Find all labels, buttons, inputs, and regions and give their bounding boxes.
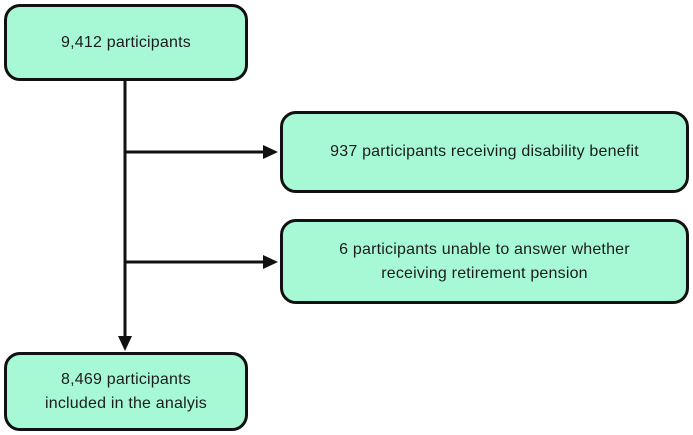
flow-box-total-participants: 9,412 participants xyxy=(4,4,248,81)
flow-box-excluded-disability: 937 participants receiving disability be… xyxy=(280,111,689,193)
flow-box-excluded-pension: 6 participants unable to answer whether … xyxy=(280,219,689,304)
flow-box-final-label: 8,469 participants included in the analy… xyxy=(44,371,208,412)
arrowhead-disability xyxy=(263,145,278,159)
flow-box-pension-label: 6 participants unable to answer whether … xyxy=(339,241,630,282)
flow-box-total-label: 9,412 participants xyxy=(61,33,191,51)
arrowhead-pension xyxy=(263,255,278,269)
flow-box-disability-label: 937 participants receiving disability be… xyxy=(330,143,639,161)
flow-box-final-included: 8,469 participants included in the analy… xyxy=(4,352,248,431)
arrowhead-final xyxy=(118,336,132,351)
